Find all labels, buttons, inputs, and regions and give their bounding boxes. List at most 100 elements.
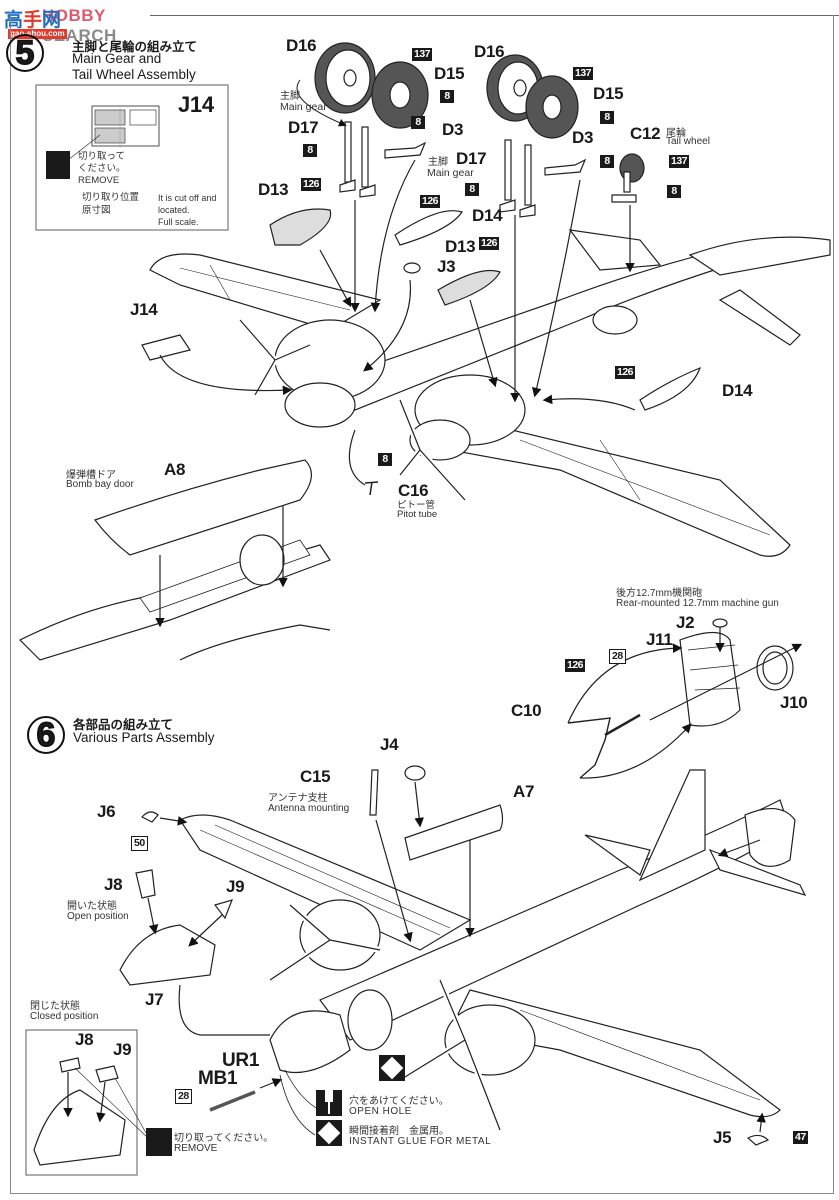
open-hole-jp: 穴をあけてください。 [349,1096,449,1107]
knife-remove-icon [46,151,70,179]
label-j7: J7 [145,990,164,1009]
right-gear-strut [499,139,536,218]
remove-jp: 切り取ってください。 [174,1133,274,1144]
rear-gun-jp: 後方12.7mm機関砲 [616,588,703,599]
paint-8-left-retract: 8 [411,116,425,129]
page-frame [10,15,834,1194]
main-gear-jp-left: 主脚 [280,91,300,102]
label-j9-open: J9 [226,877,245,896]
rear-turret-step6 [744,808,796,867]
label-j10: J10 [780,693,808,712]
step-5-title-jp: 主脚と尾輪の組み立て [72,40,198,54]
step-6-badge: 6 [27,715,65,755]
label-mb1: MB1 [198,1068,238,1089]
drill-tip [328,1102,330,1114]
label-j9-closed: J9 [113,1040,132,1059]
part-j14 [141,334,191,361]
label-c16: C16 [398,481,429,500]
label-j4: J4 [380,735,399,754]
tail-wheel-en: Tail wheel [666,136,710,147]
gun-barrel-mb1 [209,1090,256,1112]
right-retract-arm [544,158,587,176]
label-j14: J14 [130,300,158,319]
part-j4 [404,765,426,781]
door-d13-left [269,208,332,246]
paint-8-tail: 8 [667,185,681,198]
step-6-title-jp: 各部品の組み立て [73,718,174,732]
glue-jp: 瞬間接着剤 金属用。 [349,1126,449,1137]
antenna-jp: アンテナ支柱 [268,793,328,804]
label-j2: J2 [676,613,695,632]
instant-glue-icon [316,1120,342,1146]
paint-8-left-strut: 8 [303,144,317,157]
door-d13-right [437,269,501,306]
pitot-en: Pitot tube [397,509,438,520]
label-d17-left: D17 [288,118,319,137]
glue-en: INSTANT GLUE FOR METAL [349,1136,492,1147]
label-j3: J3 [437,257,456,276]
part-j6 [141,811,159,823]
label-j6: J6 [97,802,116,821]
label-d14-right: D14 [722,381,753,400]
antenna-mast [369,769,379,816]
step-5-title-en-1: Main Gear and [72,51,162,66]
door-d14-right [639,366,702,411]
drill-open-hole-icon [316,1090,342,1116]
main-gear-en-right: Main gear [427,167,474,179]
paint-137-left: 137 [412,48,433,61]
diamond-shape [380,1056,404,1080]
label-j5: J5 [713,1128,732,1147]
step-5-badge: 5 [6,33,44,73]
inset-position-en-2: located. [158,205,190,215]
label-d13-left: D13 [258,180,289,199]
paint-47-j5: 47 [793,1131,808,1144]
part-j9-open [213,899,234,920]
paint-8-pitot: 8 [378,453,392,466]
nose-cone-ur1 [269,1010,351,1074]
label-d16-left: D16 [286,36,317,55]
label-j8-open: J8 [104,875,123,894]
label-ur1: UR1 [222,1050,260,1071]
bomb-bay-jp: 爆弾槽ドア [66,470,116,481]
step-6-title-en: Various Parts Assembly [73,730,215,745]
part-j5 [746,1134,770,1146]
paint-8-right-hub: 8 [600,111,614,124]
knife-remove-icon-2 [146,1128,172,1156]
label-j11: J11 [646,630,673,649]
main-gear-jp-right: 主脚 [428,157,448,168]
inset-remove-en: REMOVE [78,175,120,186]
bomb-bay-en: Bomb bay door [66,479,134,490]
label-a7: A7 [513,782,535,801]
label-d13-right: D13 [445,237,476,256]
pitot-tube [364,481,379,496]
part-a7 [404,804,504,861]
left-retract-arm [384,141,427,159]
paint-137-tail: 137 [669,155,690,168]
step6-aircraft [179,769,807,1133]
closed-position-jp: 閉じた状態 [30,1001,80,1012]
paint-126-gun-mount: 126 [565,659,586,672]
gaoshou-logo: 高手网 [4,10,62,31]
label-d17-right: D17 [456,149,487,168]
paint-126-d14-right: 126 [615,366,636,379]
paint-28-mb1: 28 [175,1089,192,1104]
diamond-shape [317,1121,341,1145]
inset-position-jp-2: 原寸図 [82,205,111,216]
label-j8-closed: J8 [75,1030,94,1049]
inset-position-jp-1: 切り取り位置 [82,192,140,203]
rear-gun-en: Rear-mounted 12.7mm machine gun [616,598,779,609]
inset-position-en-1: It is cut off and [158,193,217,203]
tail-wheel-jp: 尾輪 [666,128,686,139]
open-position-jp: 開いた状態 [67,901,117,912]
left-gear-strut [339,121,376,198]
main-gear-en-left: Main gear [280,101,327,113]
glue-diamond-icon [379,1055,405,1081]
left-main-wheel [314,42,429,129]
inset-part-j14: J14 [178,92,214,117]
right-main-wheel [486,54,579,139]
open-position-en: Open position [67,911,129,922]
paint-8-left-hub: 8 [440,90,454,103]
antenna-en: Antenna mounting [268,803,350,814]
tail-wheel [611,153,645,203]
drill-bit [325,1090,333,1102]
